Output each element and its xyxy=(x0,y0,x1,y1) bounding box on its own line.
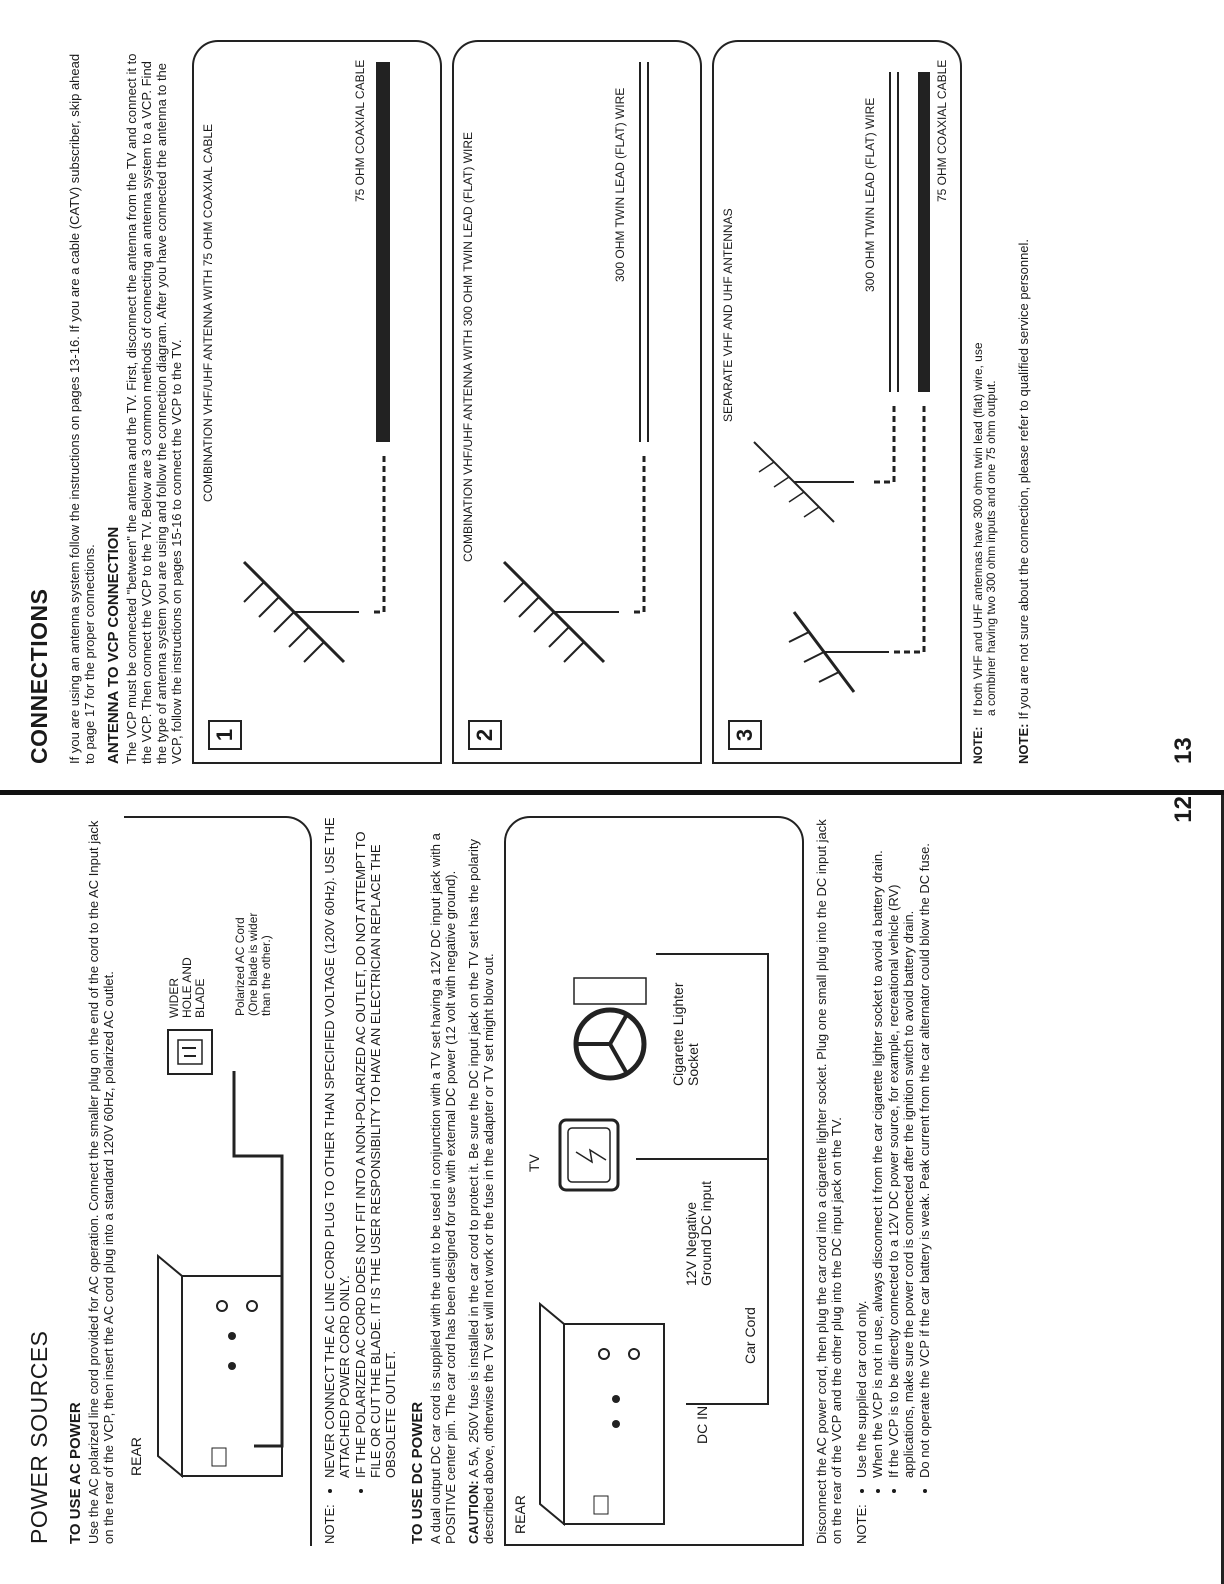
diagram-caption: SEPARATE VHF AND UHF ANTENNAS xyxy=(721,208,735,422)
ac-power-heading: TO USE AC POWER xyxy=(67,1402,84,1544)
vcp-rear-illustration xyxy=(539,1301,665,1527)
dc-note: NOTE: Use the supplied car cord only. Wh… xyxy=(854,816,933,1544)
antenna-icon xyxy=(502,560,619,664)
antenna-icon xyxy=(242,560,359,664)
dc-power-body: A dual output DC car cord is supplied wi… xyxy=(428,833,458,1544)
page-title: POWER SOURCES xyxy=(26,1330,52,1544)
diagram-caption: COMBINATION VHF/UHF ANTENNA WITH 300 OHM… xyxy=(461,131,475,562)
page-number: 12 xyxy=(1170,796,1197,823)
ac-note: NOTE: NEVER CONNECT THE AC LINE CORD PLU… xyxy=(322,816,399,1544)
antenna-heading: ANTENNA TO VCP CONNECTION xyxy=(105,526,122,764)
combiner-note: NOTE: If both VHF and UHF antennas have … xyxy=(971,40,998,764)
coax-cable-line xyxy=(374,62,390,614)
tv-icon xyxy=(558,1118,620,1192)
outlet-icon xyxy=(167,1029,213,1075)
polarized-cord-label: Polarized AC Cord (One blade is wider th… xyxy=(233,912,273,1016)
dc-after-text: Disconnect the AC power cord, then plug … xyxy=(814,819,844,1544)
ac-cord-line xyxy=(232,1071,284,1448)
wider-hole-label: WIDER HOLE AND BLADE xyxy=(167,957,207,1018)
dc-diagram-box: REAR DC IN 12V Negative Ground DC input … xyxy=(504,816,804,1546)
dc-note-item: If the VCP is to be directly connected t… xyxy=(886,816,916,1478)
uhf-antenna-icon xyxy=(753,441,854,523)
dc-power-heading: TO USE DC POWER xyxy=(409,1401,426,1544)
diagram-3: 3 SEPARA xyxy=(712,40,962,764)
caution-body: A 5A, 250V fuse is installed in the car … xyxy=(466,839,496,1544)
note-label: NOTE: xyxy=(971,726,985,764)
page-number: 13 xyxy=(1170,737,1197,764)
page-title: CONNECTIONS xyxy=(26,588,52,764)
steering-wheel-icon xyxy=(573,977,647,1081)
caution-paragraph: CAUTION: A 5A, 250V fuse is installed in… xyxy=(466,816,496,1544)
ac-diagram-box: REAR WIDER HOLE AND BLADE Polarized AC C… xyxy=(124,816,312,1546)
final-note-body: If you are not sure about the connection… xyxy=(1016,238,1031,720)
final-note: NOTE: If you are not sure about the conn… xyxy=(1016,40,1031,764)
dc-note-item: When the VCP is not in use, always disco… xyxy=(870,816,885,1478)
diagram-number: 1 xyxy=(208,720,242,750)
note-label: NOTE: xyxy=(1016,723,1031,764)
twin-lead-line xyxy=(634,62,649,614)
diagram-2: 2 COMBINATION VHF/UHF ANTENNA WITH 300 O… xyxy=(452,40,702,764)
combiner-note-body: If both VHF and UHF antennas have 300 oh… xyxy=(971,342,998,716)
note-label: NOTE: xyxy=(854,1504,869,1544)
diagram-1: 1 COMBINATION VHF/UHF ANTENNA WITH 75 OH… xyxy=(192,40,442,764)
antenna-body: The VCP must be connected "between" the … xyxy=(124,53,184,764)
power-sources-page: POWER SOURCES TO USE AC POWER Use the AC… xyxy=(0,792,1224,1584)
dc-note-list: Use the supplied car cord only. When the… xyxy=(854,816,933,1496)
dc-note-item: Use the supplied car cord only. xyxy=(854,816,869,1478)
diagram-caption: COMBINATION VHF/UHF ANTENNA WITH 75 OHM … xyxy=(201,123,215,502)
diagram-number: 3 xyxy=(728,720,762,750)
cable-label-twin: 300 OHM TWIN LEAD (FLAT) WIRE xyxy=(863,97,877,292)
ac-power-body: Use the AC polarized line cord provided … xyxy=(86,820,116,1544)
ac-note-item: IF THE POLARIZED AC CORD DOES NOT FIT IN… xyxy=(353,816,398,1478)
diagram-number: 2 xyxy=(468,720,502,750)
cable-label: 300 OHM TWIN LEAD (FLAT) WIRE xyxy=(613,87,627,282)
caution-label: CAUTION: xyxy=(466,1480,481,1544)
connections-intro: If you are using an antenna system follo… xyxy=(67,53,97,764)
dual-cable-lines xyxy=(874,72,930,654)
ac-note-list: NEVER CONNECT THE AC LINE CORD PLUG TO O… xyxy=(322,816,399,1496)
cable-label: 75 OHM COAXIAL CABLE xyxy=(353,59,367,202)
dc-note-item: Do not operate the VCP if the car batter… xyxy=(917,816,932,1478)
connections-page: CONNECTIONS If you are using an antenna … xyxy=(26,40,1197,764)
vhf-antenna-icon xyxy=(788,611,889,693)
note-label: NOTE: xyxy=(322,1504,337,1544)
cable-label-coax: 75 OHM COAXIAL CABLE xyxy=(935,59,949,202)
car-cord-line xyxy=(636,953,769,1405)
ac-note-item: NEVER CONNECT THE AC LINE CORD PLUG TO O… xyxy=(322,816,352,1478)
